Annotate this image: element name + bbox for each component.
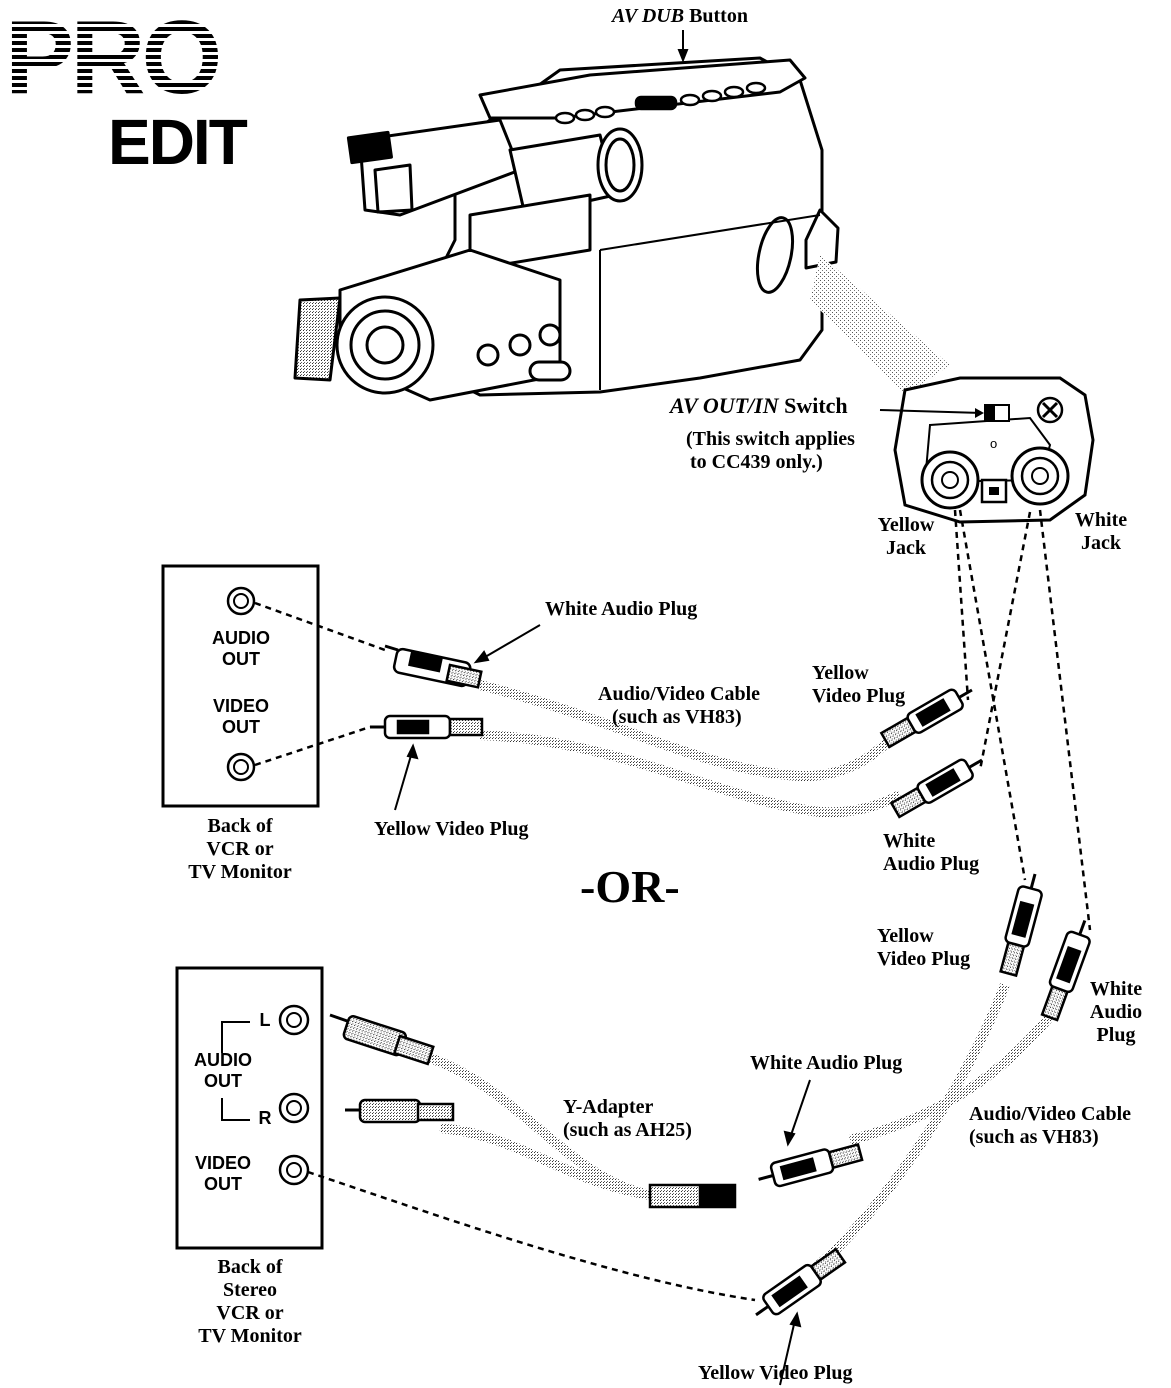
yellow-video-plug-left-label: Yellow Video Plug [374, 818, 528, 841]
svg-text:o: o [990, 436, 997, 451]
yellow-video-plug-bottom-label: Yellow Video Plug [698, 1362, 852, 1385]
setup1-cable-label: Audio/Video Cable(such as VH83) [598, 683, 760, 729]
switch-note-line1: (This switch applies [686, 428, 855, 451]
camcorder-illustration [295, 58, 838, 400]
right-channel-label: R [258, 1108, 272, 1129]
white-audio-plug-left-label: White Audio Plug [545, 598, 697, 621]
switch-note-line2: to CC439 only.) [690, 451, 823, 474]
zoom-leader [810, 255, 950, 395]
white-audio-plug-mid-label: White Audio Plug [750, 1052, 902, 1075]
yellow-video-plug-left [370, 716, 482, 738]
y-adapter-label: Y-Adapter(such as AH25) [563, 1096, 692, 1142]
setup2-cable-label: Audio/Video Cable(such as VH83) [969, 1103, 1131, 1149]
setup2-panel [177, 968, 322, 1248]
left-channel-label: L [258, 1010, 272, 1031]
pro-logo-text: PRO [5, 6, 218, 110]
setup1-panel [163, 566, 318, 806]
edit-logo-text: EDIT [108, 110, 246, 174]
av-switch-label: AV OUT/IN Switch [670, 394, 848, 417]
white-audio-plug-mid [755, 1141, 863, 1191]
camcorder-jack-panel: o [880, 378, 1093, 522]
av-dub-button-label: AV DUB Button [612, 5, 748, 28]
white-audio-plug-left [385, 646, 481, 687]
or-separator: -OR- [580, 862, 680, 912]
white-audio-plug-right [890, 750, 988, 819]
